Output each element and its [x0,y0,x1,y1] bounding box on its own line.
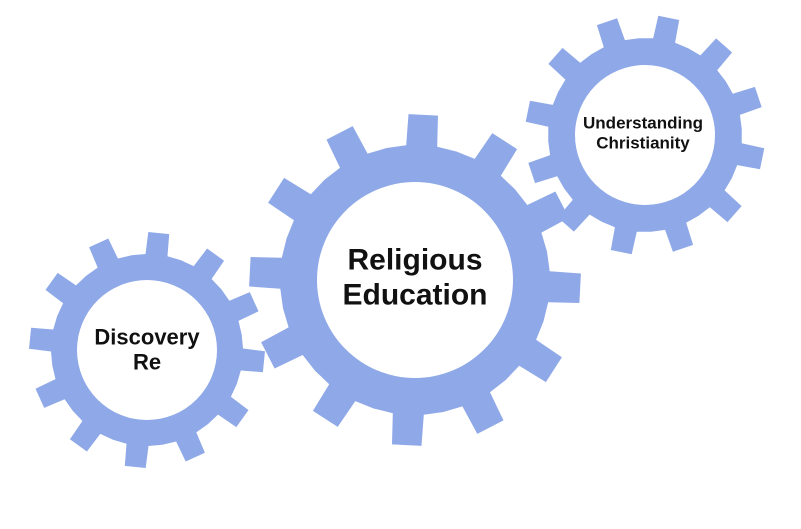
gear-understanding-christianity [525,15,765,255]
label-line: Religious [347,243,483,277]
label-line: Education [342,278,488,311]
gear-religious-education [249,114,581,446]
gear-hub [77,280,217,420]
label-line: Understanding [583,113,703,133]
gear-hub [575,65,715,205]
gear-label-understanding-christianity: Understanding Christianity [583,113,703,152]
label-line: Discovery [94,324,200,350]
gear-hub [317,182,513,378]
label-line: Re [132,350,162,375]
gear-label-discovery: Discovery Re [94,325,199,376]
gear-discovery [29,232,265,468]
gear-label-religious-education: Religious Education [342,244,487,313]
label-line: Christianity [596,133,690,152]
